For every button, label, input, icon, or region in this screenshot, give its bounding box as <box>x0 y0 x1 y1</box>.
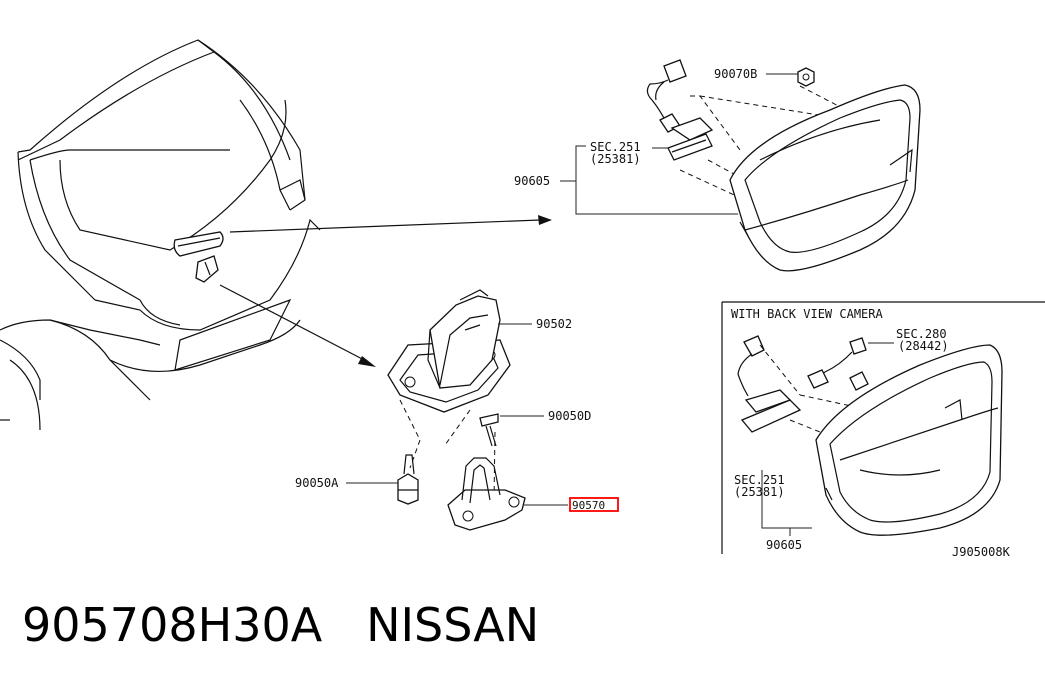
label-90050a: 90050A <box>295 476 339 490</box>
label-sec251-lower-sub: (25381) <box>734 485 785 499</box>
label-90070b: 90070B <box>714 67 757 81</box>
latch-assembly <box>346 289 619 531</box>
label-90502: 90502 <box>536 317 572 331</box>
label-90570: 90570 <box>572 499 605 512</box>
label-sec280: SEC.280 <box>896 327 947 341</box>
label-sec251-lower: SEC.251 <box>734 473 785 487</box>
brand-name: NISSAN <box>366 598 540 652</box>
part-number: 905708H30A <box>22 598 323 652</box>
part-caption: 905708H30A NISSAN <box>22 598 539 652</box>
label-90605-lower: 90605 <box>766 538 802 552</box>
label-90605-upper: 90605 <box>514 174 550 188</box>
part-labels: 90070B SEC.251 (25381) 90605 90502 90050… <box>295 67 1011 559</box>
label-sec251-upper-sub: (25381) <box>590 152 641 166</box>
label-sec280-sub: (28442) <box>898 339 949 353</box>
car-rear-illustration <box>0 39 321 431</box>
highlight-box <box>569 497 619 512</box>
label-sec251-upper: SEC.251 <box>590 140 641 154</box>
pointer-arrows <box>219 215 552 367</box>
license-lamp-assembly <box>560 59 921 272</box>
diagram-code: J905008K <box>952 545 1011 559</box>
label-camera-title: WITH BACK VIEW CAMERA <box>731 307 883 321</box>
back-view-camera-inset <box>721 301 1045 554</box>
label-90050d: 90050D <box>548 409 591 423</box>
